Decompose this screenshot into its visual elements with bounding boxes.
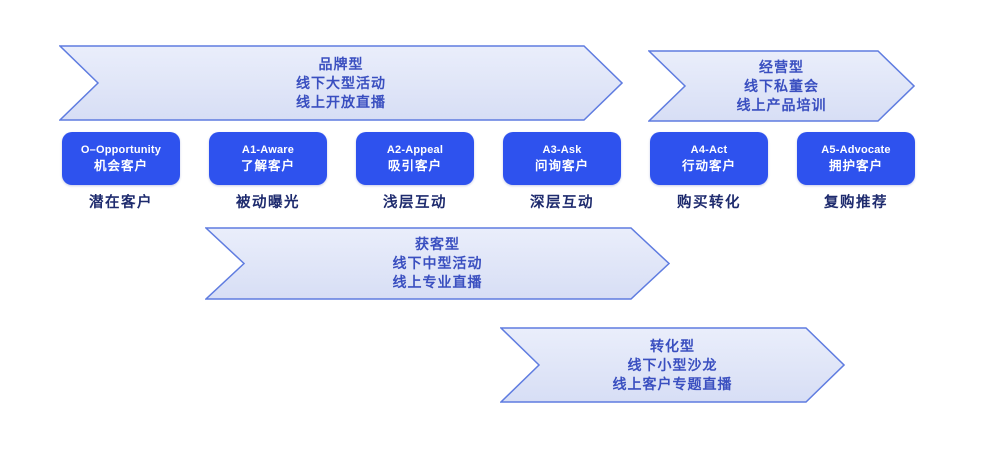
banner-acquisition-type: 获客型 线下中型活动 线上专业直播 bbox=[205, 227, 670, 300]
stage-code: A1-Aware bbox=[241, 143, 295, 156]
banner-acquisition-line3: 线上专业直播 bbox=[392, 274, 483, 290]
stage-code: A4-Act bbox=[690, 143, 728, 156]
stage-code: O–Opportunity bbox=[80, 143, 162, 156]
stage-box-ask: A3-Ask 问询客户 bbox=[503, 132, 621, 185]
stage-chinese-name: 吸引客户 bbox=[387, 158, 442, 173]
banner-acquisition-line1: 获客型 bbox=[415, 236, 460, 252]
stage-code: A5-Advocate bbox=[821, 143, 891, 156]
banner-acquisition-line2: 线下中型活动 bbox=[392, 255, 483, 271]
stage-chinese-name: 拥护客户 bbox=[828, 158, 883, 173]
stage-box-appeal: A2-Appeal 吸引客户 bbox=[356, 132, 474, 185]
stage-chinese-name: 了解客户 bbox=[240, 158, 295, 173]
stage-box-opportunity: O–Opportunity 机会客户 bbox=[62, 132, 180, 185]
chevron-banner-shape bbox=[500, 327, 845, 403]
stage-label-potential: 潜在客户 bbox=[89, 195, 153, 211]
stage-code: A3-Ask bbox=[542, 143, 582, 156]
banner-brand-text: 品牌型 线下大型活动 线上开放直播 bbox=[59, 45, 623, 121]
stage-box-advocate: A5-Advocate 拥护客户 bbox=[797, 132, 915, 185]
banner-brand-line1: 品牌型 bbox=[318, 55, 364, 72]
banner-acquisition-text: 获客型 线下中型活动 线上专业直播 bbox=[205, 227, 670, 300]
banner-operation-text: 经营型 线下私董会 线上产品培训 bbox=[648, 50, 915, 122]
stage-chinese-name: 行动客户 bbox=[681, 158, 736, 173]
stage-code: A2-Appeal bbox=[386, 143, 444, 156]
banner-conversion-line2: 线下小型沙龙 bbox=[627, 356, 718, 373]
stage-chinese-name: 问询客户 bbox=[534, 158, 589, 173]
banner-conversion-text: 转化型 线下小型沙龙 线上客户专题直播 bbox=[500, 327, 845, 403]
chevron-banner-shape bbox=[59, 45, 623, 121]
stage-label-repurchase: 复购推荐 bbox=[824, 195, 888, 211]
banner-conversion-line3: 线上客户专题直播 bbox=[612, 375, 733, 392]
banner-brand-line2: 线下大型活动 bbox=[296, 74, 386, 91]
stage-label-purchase: 购买转化 bbox=[677, 195, 741, 211]
banner-operation-line3: 线上产品培训 bbox=[736, 96, 827, 113]
chevron-banner-shape bbox=[648, 50, 915, 122]
stage-box-act: A4-Act 行动客户 bbox=[650, 132, 768, 185]
stage-label-exposure: 被动曝光 bbox=[236, 195, 300, 211]
chevron-banner-shape bbox=[205, 227, 670, 300]
banner-operation-line2: 线下私董会 bbox=[744, 77, 819, 94]
banner-brand-line3: 线上开放直播 bbox=[296, 93, 386, 110]
banner-operation-type: 经营型 线下私董会 线上产品培训 bbox=[648, 50, 915, 122]
banner-conversion-type: 转化型 线下小型沙龙 线上客户专题直播 bbox=[500, 327, 845, 403]
stage-chinese-name: 机会客户 bbox=[93, 158, 148, 173]
stage-box-aware: A1-Aware 了解客户 bbox=[209, 132, 327, 185]
banner-brand-type: 品牌型 线下大型活动 线上开放直播 bbox=[59, 45, 623, 121]
banner-operation-line1: 经营型 bbox=[759, 58, 804, 75]
stage-label-deep: 深层互动 bbox=[530, 195, 594, 211]
banner-conversion-line1: 转化型 bbox=[650, 337, 695, 354]
stage-label-shallow: 浅层互动 bbox=[383, 195, 447, 211]
